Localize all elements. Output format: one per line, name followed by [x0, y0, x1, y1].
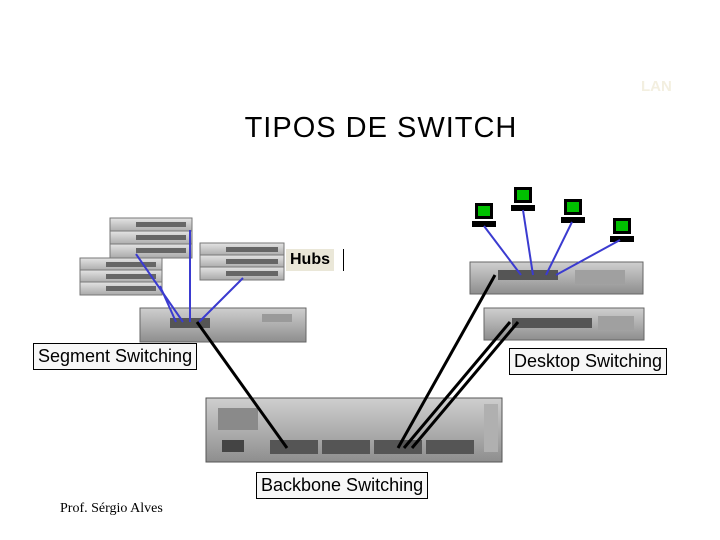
slide-title: TIPOS DE SWITCH [244, 112, 518, 144]
backbone-switch-device [205, 397, 503, 463]
hubs-label-divider [343, 249, 344, 271]
hub-stack-c [199, 242, 285, 281]
hubs-label: Hubs [286, 249, 334, 271]
pc-icon [472, 203, 496, 227]
lan-corner-label: LAN [641, 78, 672, 95]
backbone-links [195, 274, 520, 449]
segment-switch-device [139, 307, 307, 343]
pc-links [483, 209, 621, 276]
hub-links [135, 230, 244, 323]
desktop-switching-label: Desktop Switching [509, 348, 668, 375]
author-credit: Prof. Sérgio Alves [60, 501, 163, 516]
hub-stack-a [109, 217, 193, 259]
backbone-switching-label: Backbone Switching [256, 472, 429, 499]
segment-switching-label: Segment Switching [33, 343, 198, 370]
pc-icon [561, 199, 585, 223]
pc-icon [610, 218, 634, 242]
desktop-switch-bottom [483, 307, 645, 341]
pc-icon [511, 187, 535, 211]
hub-stack-b [79, 257, 163, 296]
desktop-switch-top [469, 261, 644, 295]
